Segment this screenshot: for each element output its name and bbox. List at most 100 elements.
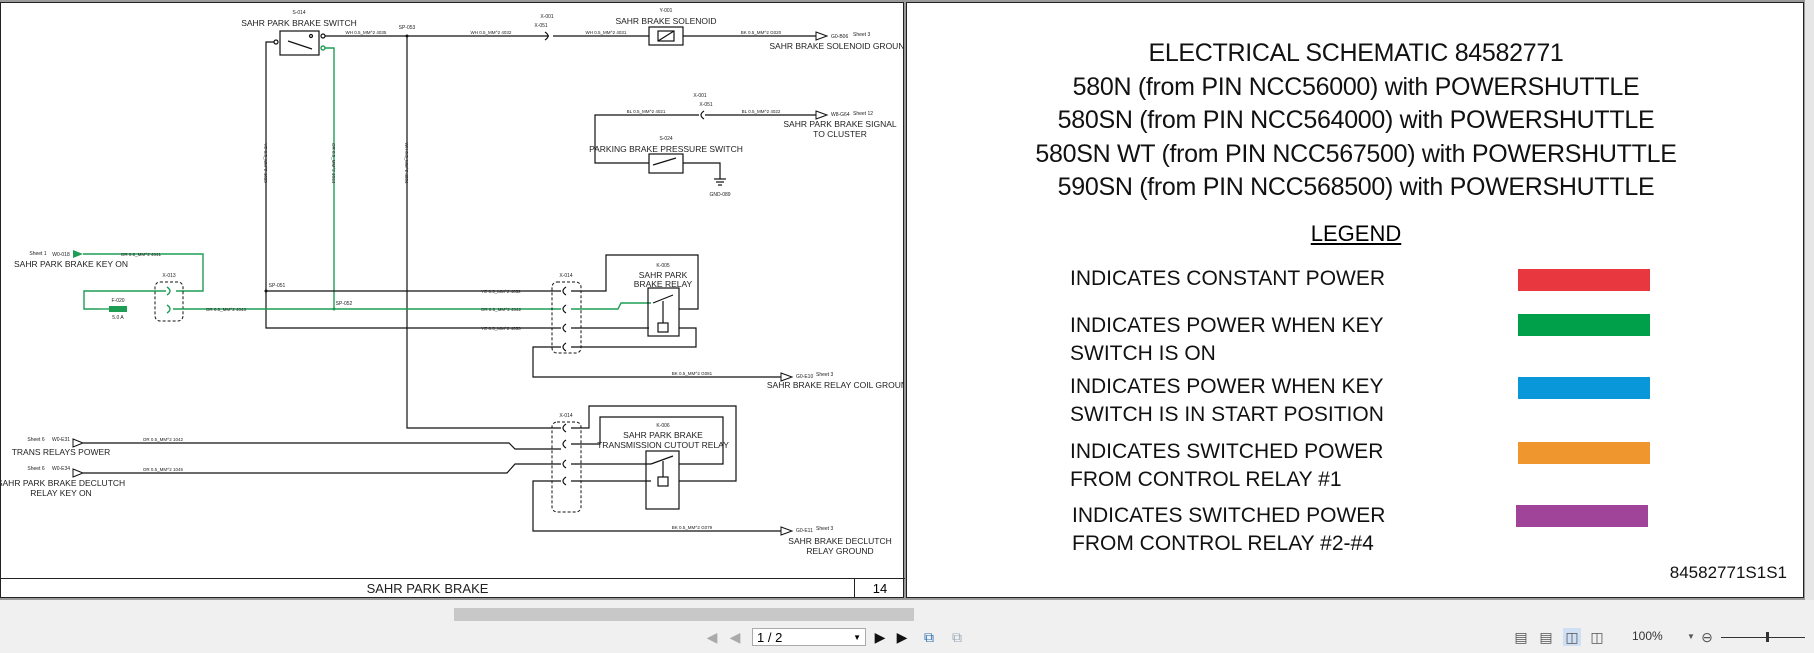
single-page-icon[interactable]: ▤ [1514, 629, 1528, 645]
fuse-id: F-020 [111, 298, 124, 304]
wire-segment [650, 455, 674, 465]
offpage-label: SAHR PARK BRAKE KEY ON [14, 259, 128, 269]
connector-x001: X-001 [540, 14, 554, 20]
title-line: 590SN (from PIN NCC568500) with POWERSHU… [1057, 173, 1655, 201]
connector-x001: X-001 [693, 93, 707, 99]
wire-label: BK 0.5_MM^2 G081 [672, 371, 713, 376]
chevron-down-icon[interactable]: ▼ [853, 633, 861, 642]
offpage-label: RELAY GROUND [806, 546, 873, 556]
wire-segment [657, 476, 669, 487]
switch-body [279, 30, 320, 56]
wire-segment [83, 253, 204, 292]
fuse-icon [109, 306, 127, 312]
switch-contact [287, 40, 313, 50]
zoom-dropdown-icon[interactable]: ▼ [1687, 632, 1695, 641]
title-line: 580N (from PIN NCC56000) with POWERSHUTT… [1072, 73, 1640, 101]
title-line: 580SN WT (from PIN NCC567500) with POWER… [1035, 140, 1677, 168]
zoom-slider-thumb[interactable] [1766, 632, 1770, 642]
wire-segment [571, 416, 724, 465]
wire-segment [332, 307, 336, 311]
offpage-ref: W0-E34 [52, 466, 70, 472]
continuous-icon[interactable]: ▤ [1539, 629, 1553, 645]
solenoid-name: SAHR BRAKE SOLENOID [615, 16, 716, 26]
legend-swatch-red [1518, 269, 1650, 291]
offpage-arrow [73, 250, 83, 258]
connector-x013-body [154, 281, 184, 322]
connector-x013: X-013 [162, 273, 176, 279]
offpage-sheet: Sheet 3 [816, 372, 833, 378]
offpage-sheet: Sheet 1 [29, 251, 46, 257]
legend-swatch-orange [1518, 442, 1650, 464]
offpage-ref: W0-E31 [52, 437, 70, 443]
offpage-sheet: Sheet 3 [853, 32, 870, 38]
connector-x051: X-051 [699, 102, 713, 108]
zoom-slider[interactable] [1721, 637, 1805, 638]
wire-label: WH 0.5_MM^2 4031 [586, 30, 627, 35]
legend-item: INDICATES CONSTANT POWER [1070, 265, 1490, 293]
first-page-icon[interactable]: ◀ [706, 629, 718, 645]
switch-name: SAHR PARK BRAKE SWITCH [241, 18, 357, 28]
fuse-rating: 5.0 A [112, 315, 124, 321]
connector-x014: X-014 [559, 273, 573, 279]
connector-x014: X-014 [559, 413, 573, 419]
wire-segment [594, 114, 699, 164]
wire-label: YE 0.5_MM^2 4052 [481, 289, 521, 294]
pressure-switch-id: S-024 [659, 136, 673, 142]
legend-text: SWITCH IS ON [1070, 342, 1216, 365]
two-page-icon[interactable]: ◫ [1563, 628, 1581, 646]
wire-segment [83, 442, 561, 450]
offpage-sheet: Sheet 6 [27, 437, 44, 443]
wire-label: WH 0.5_MM^2 4032 [471, 30, 512, 35]
ground-label: GND-089 [709, 192, 730, 198]
page-number-input[interactable]: 1 / 2 ▼ [752, 628, 866, 646]
wire-segment [83, 290, 166, 310]
splice-sp053: SP-053 [399, 25, 416, 31]
schematic-page: S-014 SAHR PARK BRAKE SWITCH WH 0.5_MM^2… [0, 2, 905, 598]
wire-label: OR 0.5_MM^2 4044 [331, 143, 336, 184]
wire-label: BL 0.5_MM^2 4021 [627, 109, 666, 114]
legend-text: INDICATES SWITCHED POWER [1072, 504, 1386, 527]
connector-x014-lower-body [551, 421, 582, 513]
wire-label: YE 0.5_MM^2 4053 [481, 326, 521, 331]
previous-view-icon[interactable]: ⧉ [924, 629, 934, 645]
wire-label: YE 0.5_MM^2 4033 [263, 143, 268, 183]
wire-segment [571, 254, 699, 310]
wire-segment [166, 286, 171, 314]
zoom-out-icon[interactable]: ⊖ [1701, 629, 1713, 645]
offpage-ref: G0-E10 [796, 374, 813, 380]
document-viewer: S-014 SAHR PARK BRAKE SWITCH WH 0.5_MM^2… [0, 0, 1805, 600]
pressure-switch-name: PARKING BRAKE PRESSURE SWITCH [589, 144, 743, 154]
offpage-label: SAHR PARK BRAKE SIGNAL [783, 119, 896, 129]
previous-page-icon[interactable]: ◀ [729, 629, 741, 645]
wire-segment [683, 162, 721, 179]
offpage-arrow [780, 372, 794, 382]
next-page-icon[interactable]: ▶ [874, 629, 886, 645]
ground-icon [714, 178, 726, 186]
zoom-level[interactable]: 100% [1632, 629, 1663, 643]
last-page-icon[interactable]: ▶ [896, 629, 908, 645]
vertical-scrollbar[interactable] [1805, 0, 1814, 600]
offpage-label: SAHR BRAKE RELAY COIL GROUND [767, 380, 904, 390]
sheet-code: 84582771S1S1 [1669, 563, 1787, 582]
horizontal-scrollbar-thumb[interactable] [454, 608, 914, 621]
wire-label: OR 0.5_MM^2 1045 [143, 467, 184, 472]
wire-label: WH 0.5_MM^2 4034 [404, 143, 409, 184]
legend-text: FROM CONTROL RELAY #2-#4 [1072, 532, 1374, 555]
two-page-continuous-icon[interactable]: ◫ [1590, 629, 1604, 645]
splice-sp052: SP-052 [336, 301, 353, 307]
schematic-diagram: S-014 SAHR PARK BRAKE SWITCH WH 0.5_MM^2… [1, 8, 904, 556]
wire-segment [320, 45, 326, 51]
next-view-icon[interactable]: ⧉ [952, 629, 962, 645]
wire-label: OR 0.5_MM^2 1042 [143, 437, 184, 442]
legend-text: FROM CONTROL RELAY #1 [1070, 468, 1342, 491]
offpage-label: TO CLUSTER [813, 129, 867, 139]
offpage-label: SAHR BRAKE DECLUTCH [788, 536, 891, 546]
wire-segment [532, 480, 781, 532]
wire-segment [308, 33, 314, 39]
switch-id: S-014 [292, 10, 306, 16]
page-value: 1 / 2 [757, 630, 783, 645]
connector-x014-body [551, 281, 582, 354]
wire-4034 [406, 36, 561, 429]
